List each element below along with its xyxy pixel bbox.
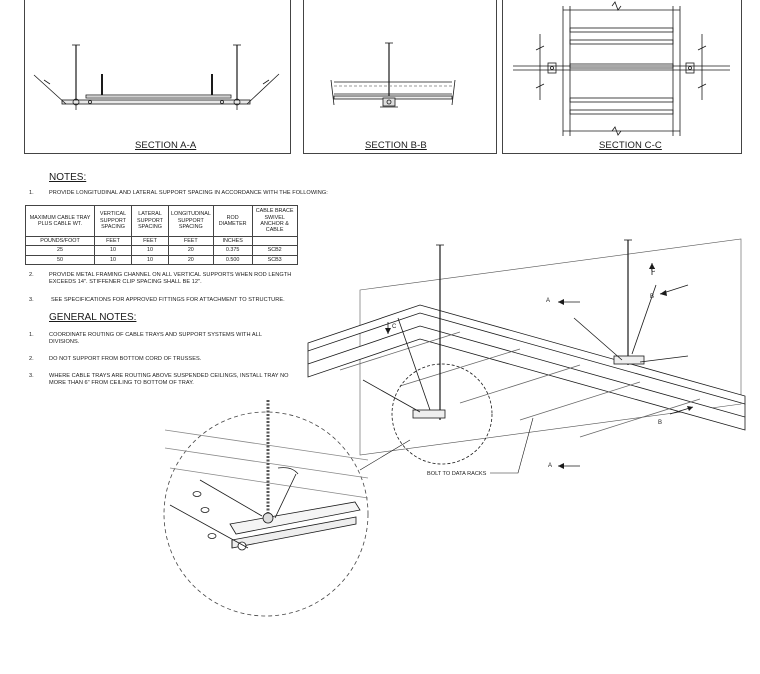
table-cell: INCHES: [212, 235, 253, 247]
table-cell: 25: [25, 245, 95, 256]
table-cell: 50: [25, 254, 95, 266]
note-text: PROVIDE LONGITUDINAL AND LATERAL SUPPORT…: [49, 190, 328, 196]
label-a-bottom: A: [548, 463, 552, 469]
label-c-top: C: [651, 268, 656, 274]
table-cell: 10: [94, 245, 132, 256]
note-text: DO NOT SUPPORT FROM BOTTOM CORD OF TRUSS…: [49, 356, 202, 362]
table-cell: POUNDS/FOOT: [25, 235, 95, 247]
notes-heading: NOTES:: [49, 172, 87, 183]
label-b-bottom: B: [658, 420, 662, 426]
table-header: LONGITUDINAL SUPPORT SPACING: [168, 205, 214, 237]
table-header: ROD DIAMETER: [212, 205, 253, 237]
table-cell: 20: [168, 254, 214, 266]
note-number: 2.: [29, 356, 34, 362]
table-row: POUNDS/FOOT FEET FEET FEET INCHES: [25, 235, 298, 247]
table-header: CABLE BRACE SWIVEL ANCHOR & CABLE: [251, 205, 298, 237]
table-cell: SCB2: [251, 245, 298, 256]
note-text: COORDINATE ROUTING OF CABLE TRAYS AND SU…: [49, 332, 262, 345]
note-number: 1.: [29, 190, 34, 196]
table-cell: 20: [168, 245, 214, 256]
table-row: 50 10 10 20 0.500 SCB3: [25, 254, 298, 266]
note-text: PROVIDE METAL FRAMING CHANNEL ON ALL VER…: [49, 272, 292, 285]
general-notes-heading: GENERAL NOTES:: [49, 312, 137, 323]
label-bolt: BOLT TO DATA RACKS: [427, 471, 487, 477]
note-number: 2.: [29, 272, 34, 278]
table-header: LATERAL SUPPORT SPACING: [131, 205, 169, 237]
detail-view: [163, 400, 369, 617]
table-cell: 10: [131, 245, 169, 256]
table-cell: 0.500: [212, 254, 253, 266]
note-number: 3.: [29, 373, 34, 379]
table-header: MAXIMUM CABLE TRAY PLUS CABLE WT.: [25, 205, 95, 237]
section-a-drawing: [33, 44, 280, 110]
label-c-left: C: [392, 324, 397, 330]
isometric-view: [307, 238, 746, 474]
note-text: SEE SPECIFICATIONS FOR APPROVED FITTINGS…: [51, 297, 285, 303]
section-a-title: SECTION A-A: [135, 140, 197, 151]
section-b-frame: [303, 0, 497, 154]
table-cell: FEET: [168, 235, 214, 247]
note-number: 3.: [29, 297, 34, 303]
section-c-drawing: [513, 1, 730, 136]
table-cell: FEET: [94, 235, 132, 247]
table-row: 25 10 10 20 0.375 SCB2: [25, 245, 298, 256]
label-b-top: B: [650, 294, 654, 300]
label-a-top: A: [546, 298, 550, 304]
table-cell: 10: [131, 254, 169, 266]
section-a-frame: [24, 0, 291, 154]
section-b-title: SECTION B-B: [365, 140, 427, 151]
note-text: WHERE CABLE TRAYS ARE ROUTING ABOVE SUSP…: [49, 373, 289, 386]
section-b-drawing: [330, 42, 456, 108]
table-cell: SCB3: [251, 254, 298, 266]
table-cell: 0.375: [212, 245, 253, 256]
table-cell: [251, 235, 298, 247]
note-number: 1.: [29, 332, 34, 338]
table-header: VERTICAL SUPPORT SPACING: [94, 205, 132, 237]
support-spacing-table: MAXIMUM CABLE TRAY PLUS CABLE WT. VERTIC…: [25, 205, 298, 266]
table-cell: 10: [94, 254, 132, 266]
section-c-title: SECTION C-C: [599, 140, 662, 151]
table-cell: FEET: [131, 235, 169, 247]
